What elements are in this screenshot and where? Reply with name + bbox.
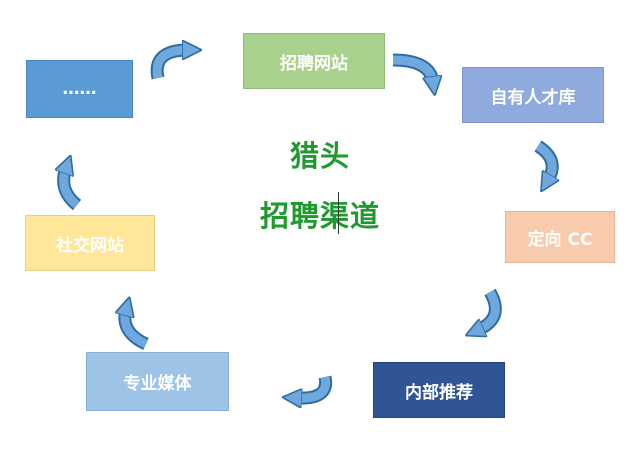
node-label: …… xyxy=(62,79,97,99)
node-label: 定向 CC xyxy=(527,229,593,250)
text-cursor xyxy=(338,192,339,234)
node-label: 招聘网站 xyxy=(280,53,348,74)
node-label: 专业媒体 xyxy=(123,374,192,394)
arrow-talent-to-cc xyxy=(534,140,552,180)
node-label: 自有人才库 xyxy=(490,87,576,108)
arrow-site-to-talent xyxy=(392,53,433,82)
center-title-line-1: 猎头 xyxy=(289,139,350,173)
node-targeted-cc: 定向 CC xyxy=(505,211,615,263)
node-social-site: 社交网站 xyxy=(25,215,155,271)
arrow-social-to-more xyxy=(64,168,82,211)
node-professional-media: 专业媒体 xyxy=(86,352,229,411)
arrow-more-to-site xyxy=(150,50,188,80)
arrow-referral-to-media xyxy=(296,375,333,398)
node-own-talent-pool: 自有人才库 xyxy=(462,67,604,123)
node-recruit-site: 招聘网站 xyxy=(243,33,385,89)
node-more: …… xyxy=(26,60,133,118)
node-internal-referral: 内部推荐 xyxy=(373,362,505,418)
node-label: 内部推荐 xyxy=(405,382,473,403)
arrow-cc-to-referral xyxy=(478,288,502,330)
center-title-line-2: 招聘渠道 xyxy=(259,199,380,233)
node-label: 社交网站 xyxy=(56,235,124,256)
arrow-media-to-social xyxy=(125,310,149,350)
